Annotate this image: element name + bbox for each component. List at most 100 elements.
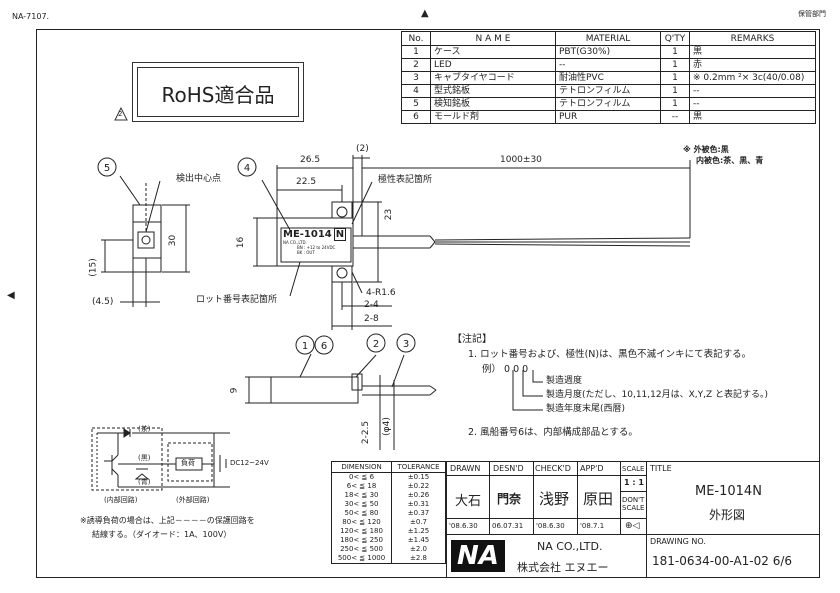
dim-23: 23 (384, 208, 395, 221)
document-code: NA-7107. (12, 12, 50, 21)
date-desnd: 06.07.31 (492, 522, 524, 530)
cable-color-note-2: 内被色:茶、黒、青 (696, 156, 764, 165)
balloon-5 (97, 157, 117, 177)
supply-label: DC12~24V (230, 459, 269, 467)
balloon-number: 4 (244, 163, 250, 174)
dim-2: (2) (356, 144, 369, 154)
circuit-diagram (91, 427, 230, 491)
note-example-leader (512, 370, 543, 411)
lower-view-body (270, 376, 359, 404)
revision-triangle: 2 (114, 106, 128, 121)
drawing-no-label: DRAWING NO. (650, 537, 706, 546)
col-checkd: CHECK'D (535, 464, 571, 473)
dim-26-5: 26.5 (300, 155, 321, 165)
dim-phi4: (φ4) (381, 417, 392, 436)
wire-brown: (茶) (138, 425, 151, 433)
date-appd: '08.7.1 (580, 522, 605, 530)
dim-30: 30 (168, 234, 179, 247)
table-row: 80< ≦ 120±0.7 (330, 518, 446, 527)
balloon-2 (366, 333, 386, 353)
side-view-body (132, 204, 162, 273)
external-circuit-label: (外部回路) (176, 496, 210, 504)
dim-1000: 1000±30 (500, 155, 542, 165)
signature-desnd: 門奈 (497, 492, 522, 506)
title-sub: 外形図 (709, 508, 746, 522)
table-row: 120< ≦ 180±1.25 (330, 527, 446, 536)
company-name-en: NA CO.,LTD. (537, 540, 603, 553)
title-main: ME-1014N (695, 484, 762, 499)
dont-scale: DON'T SCALE (622, 496, 645, 512)
dim-15: (15) (88, 258, 99, 277)
dim-2-25: 2-2.5 (361, 420, 372, 445)
title-label: TITLE (650, 464, 672, 473)
col-desnd: DESN'D (493, 464, 524, 473)
balloon-number: 2 (373, 339, 379, 350)
balloon-4 (237, 157, 257, 177)
title-block: DRAWN DESN'D CHECK'D APP'D SCALE 大石 門奈 浅… (446, 461, 820, 578)
note-2: 2. 風船番号6は、内部構成部品とする。 (468, 427, 638, 438)
projection-symbol: ⊕◁ (625, 521, 640, 531)
caution-line-1: ※誘導負荷の場合は、上記－－－－の保護回路を (80, 516, 255, 525)
load-label: 負荷 (181, 459, 195, 467)
label-polarity: 極性表記箇所 (378, 175, 433, 185)
balloon-number: 1 (302, 341, 308, 352)
date-drawn: '08.6.30 (449, 522, 478, 530)
table-row: 6< ≦ 18±0.22 (330, 482, 446, 491)
drawing-number: 181-0634-00-A1-02 6/6 (652, 554, 793, 568)
col-appd: APP'D (580, 464, 604, 473)
table-row: 18< ≦ 30±0.26 (330, 491, 446, 500)
dim-9: 9 (229, 387, 240, 394)
dim-22-5: 22.5 (296, 177, 317, 187)
rohs-label: RoHS適合品 (161, 83, 275, 107)
scale-value: 1 : 1 (624, 478, 644, 487)
top-center-mark: ▲ (421, 8, 429, 19)
table-row: 0< ≦ 6±0.15 (330, 472, 446, 482)
note-sub-year: 製造年度末尾(西暦) (546, 404, 626, 414)
table-row: 250< ≦ 500±2.0 (330, 545, 446, 554)
note-example: 例） 0 0 0 (482, 364, 529, 375)
rohs-box: RoHS適合品 (132, 62, 304, 122)
label-detect-center: 検出中心点 (176, 174, 222, 184)
table-row: 30< ≦ 50±0.31 (330, 500, 446, 509)
dim-2-4: 2-4 (364, 300, 379, 310)
cable-color-note-1: ※ 外被色:黒 (683, 145, 729, 154)
internal-circuit-label: (内部回路) (104, 496, 138, 504)
col-scale: SCALE (622, 465, 645, 473)
dim-2-8: 2-8 (364, 314, 379, 324)
balloon-number: 3 (403, 339, 409, 350)
signature-appd: 原田 (583, 490, 614, 508)
col-drawn: DRAWN (450, 464, 481, 473)
signature-drawn: 大石 (455, 494, 482, 509)
balloon-3 (396, 333, 416, 353)
detect-window (137, 231, 155, 249)
caution-line-2: 結線する。（ダイオード：1A、100V） (92, 530, 232, 539)
wire-blue: (青) (138, 478, 151, 486)
wire-black: (黒) (138, 454, 151, 462)
balloon-6 (314, 335, 334, 355)
table-row: 180< ≦ 250±1.45 (330, 536, 446, 545)
corner-stamp: 保管部門 (798, 10, 826, 18)
balloon-number: 5 (104, 163, 110, 174)
dim-4-5: (4.5) (92, 297, 114, 307)
company-name-jp: 株式会社 エヌエー (517, 561, 609, 574)
signature-checkd: 浅野 (539, 490, 570, 508)
table-row: 500< ≦ 1000±2.8 (330, 554, 446, 564)
left-center-mark: ◀ (7, 290, 15, 301)
note-sub-month: 製造月度(ただし、10,11,12月は、X,Y,Z と表記する。) (546, 390, 769, 400)
front-view-body (276, 217, 354, 267)
notes-title: 【注記】 (452, 334, 492, 345)
balloon-number: 6 (321, 341, 327, 352)
note-sub-week: 製造週度 (546, 376, 583, 386)
date-checkd: '08.6.30 (536, 522, 565, 530)
dim-r16: 4-R1.6 (366, 288, 396, 298)
company-logo: NA (451, 540, 505, 572)
table-row: 50< ≦ 80±0.37 (330, 509, 446, 518)
dim-16: 16 (236, 236, 247, 249)
note-1: 1. ロット番号および、極性(N)は、黒色不滅インキにて表記する。 (468, 349, 752, 360)
